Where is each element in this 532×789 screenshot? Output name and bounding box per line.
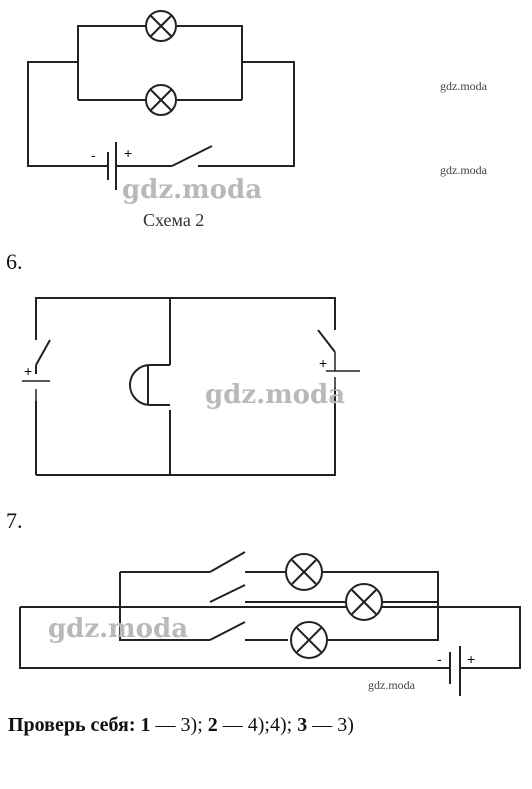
- watermark: gdz.moda: [205, 380, 345, 410]
- lamp-1: [145, 10, 177, 42]
- item-number-6: 6.: [6, 249, 23, 274]
- answer-prefix: Проверь себя:: [8, 714, 136, 736]
- lamp-3: [290, 621, 328, 659]
- battery-minus-label: -: [91, 147, 96, 163]
- lamp-1: [285, 553, 323, 591]
- battery-plus-label: +: [124, 145, 132, 161]
- watermark-small: gdz.moda: [440, 163, 488, 177]
- circuit-diagram-2: + + gdz.moda: [22, 297, 360, 476]
- item-number-7: 7.: [6, 508, 23, 533]
- bell: [129, 364, 170, 406]
- watermark-small: gdz.moda: [368, 678, 416, 692]
- watermark-small: gdz.moda: [440, 79, 488, 93]
- answer-value-2: — 4);4);: [217, 714, 298, 736]
- battery-3: [444, 646, 470, 696]
- switch-left: [35, 339, 51, 366]
- watermark: gdz.moda: [122, 175, 262, 205]
- answer-line: Проверь себя: 1 — 3); 2 — 4);4); 3 — 3): [8, 714, 354, 737]
- answer-number-2: 2: [207, 714, 218, 736]
- answer-value-1: — 3);: [150, 714, 208, 736]
- lamp-2: [145, 84, 177, 116]
- switch-1: [209, 551, 246, 573]
- answer-number-3: 3: [297, 714, 308, 736]
- battery-plus-label: +: [319, 355, 327, 371]
- answer-number-1: 1: [140, 714, 151, 736]
- switch-1: [171, 145, 213, 167]
- lamp-2: [345, 583, 383, 621]
- circuit-diagram-3: - + gdz.moda gdz.moda: [19, 551, 521, 696]
- battery-1: [104, 142, 127, 190]
- switch-2: [209, 584, 246, 603]
- switch-right: [317, 329, 336, 353]
- battery-minus-label: -: [437, 651, 442, 667]
- battery-plus-label: +: [24, 363, 32, 379]
- battery-plus-label: +: [467, 651, 475, 667]
- answer-value-3: — 3): [307, 714, 354, 736]
- diagram-caption: Схема 2: [143, 210, 205, 230]
- watermark: gdz.moda: [48, 614, 188, 644]
- switch-3: [209, 621, 246, 641]
- circuit-diagram-1: - + gdz.moda gdz.moda gdz.moda: [27, 10, 488, 205]
